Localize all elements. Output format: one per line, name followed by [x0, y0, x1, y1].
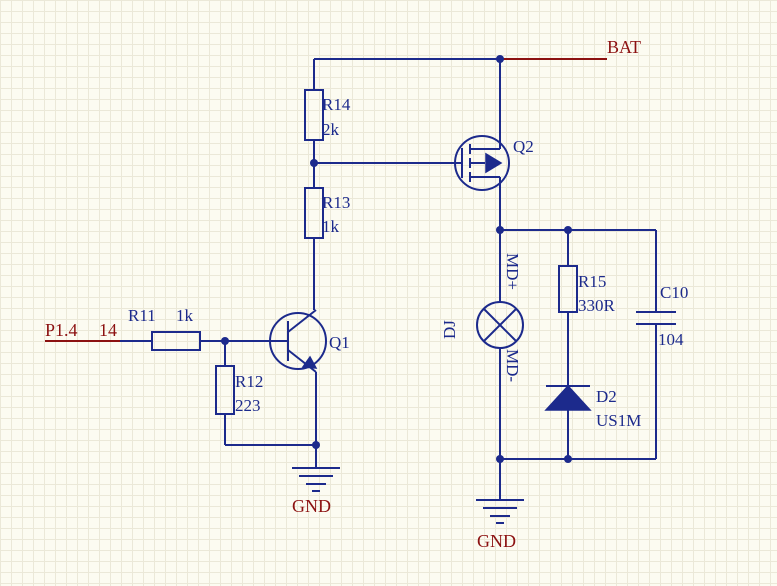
- net-label-gnd-right: GND: [477, 531, 516, 551]
- dj-designator: DJ: [440, 320, 459, 339]
- net-label-bat: BAT: [607, 37, 641, 57]
- net-label-gnd-left: GND: [292, 496, 331, 516]
- d2-value: US1M: [596, 411, 641, 430]
- net-label-pin: 14: [99, 320, 117, 340]
- r12-designator: R12: [235, 372, 263, 391]
- r14-designator: R14: [322, 95, 351, 114]
- net-label-port: P1.4: [45, 320, 78, 340]
- r14-value: 2k: [322, 120, 340, 139]
- d2-designator: D2: [596, 387, 617, 406]
- r15-designator: R15: [578, 272, 606, 291]
- r13-designator: R13: [322, 193, 350, 212]
- r15-value: 330R: [578, 296, 616, 315]
- q1-transistor[interactable]: [269, 309, 327, 373]
- ground-symbol-left: [292, 467, 340, 492]
- r15-body[interactable]: [558, 265, 578, 313]
- r13-body[interactable]: [304, 187, 324, 239]
- d2-diode[interactable]: [544, 384, 592, 411]
- ground-symbol-right: [476, 499, 524, 524]
- dj-pin-plus: MD+: [503, 253, 522, 290]
- r11-body[interactable]: [151, 331, 201, 351]
- r14-body[interactable]: [304, 89, 324, 141]
- junction-dots: [221, 55, 572, 463]
- c10-capacitor[interactable]: [636, 311, 676, 325]
- wires: [45, 58, 657, 500]
- dj-pin-minus: MD-: [503, 349, 522, 382]
- r12-body[interactable]: [215, 365, 235, 415]
- c10-value: 104: [658, 330, 684, 349]
- q2-mosfet[interactable]: [454, 135, 510, 191]
- r11-value: 1k: [176, 306, 194, 325]
- q2-designator: Q2: [513, 137, 534, 156]
- r12-value: 223: [235, 396, 261, 415]
- c10-designator: C10: [660, 283, 688, 302]
- dj-lamp[interactable]: [476, 301, 524, 349]
- q1-designator: Q1: [329, 333, 350, 352]
- r13-value: 1k: [322, 217, 340, 236]
- r11-designator: R11: [128, 306, 156, 325]
